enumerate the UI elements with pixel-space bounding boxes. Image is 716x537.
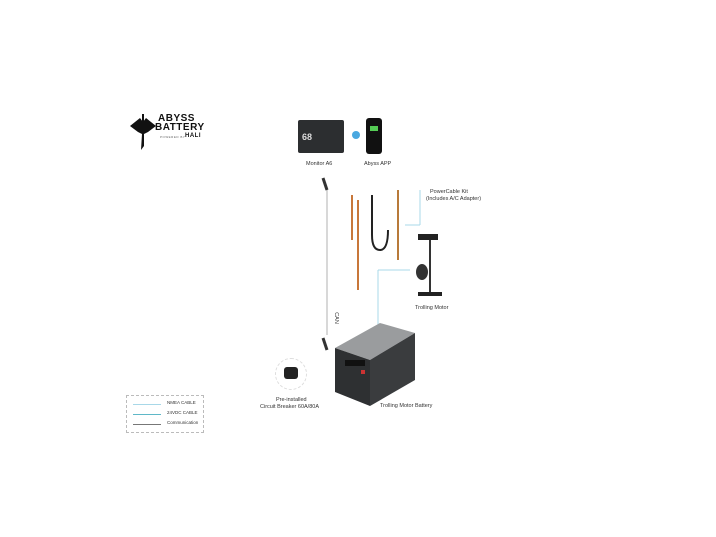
monitor-reading: 68: [302, 132, 313, 142]
breaker-label-2: Circuit Breaker 60A/80A: [260, 404, 319, 410]
legend-label: 24VDC CABLE: [167, 410, 198, 415]
powercable-label-1: PowerCable Kit: [430, 189, 468, 195]
logo-powered-by: POWERED BY: [160, 135, 186, 139]
trolling-motor-image: [416, 234, 442, 296]
breaker-image: [275, 358, 307, 390]
legend: NMEA CABLE 24VDC CABLE Communication: [126, 395, 204, 433]
monitor-label: Monitor A6: [306, 161, 333, 167]
logo-line2: BATTERY: [155, 122, 205, 133]
logo-brand: HALI: [185, 133, 201, 139]
breaker-label-1: Pre-installed: [276, 397, 307, 403]
monitor-device: 68: [298, 120, 344, 153]
phone-app: [366, 118, 382, 154]
powercable-label-2: (Includes A/C Adapter): [426, 196, 482, 202]
legend-item: 24VDC CABLE: [133, 410, 201, 418]
legend-item: NMEA CABLE: [133, 400, 201, 408]
logo-line1: ABYSS: [158, 113, 195, 124]
bluetooth-icon: [352, 131, 360, 139]
battery-image: [335, 323, 415, 406]
app-label: Abyss APP: [364, 161, 392, 167]
trolling-motor-label: Trolling Motor: [415, 305, 449, 311]
legend-label: NMEA CABLE: [167, 400, 196, 405]
battery-label: Trolling Motor Battery: [380, 403, 433, 409]
legend-item: Communication: [133, 420, 201, 428]
legend-label: Communication: [167, 420, 199, 425]
manta-ray-icon: [130, 114, 156, 150]
